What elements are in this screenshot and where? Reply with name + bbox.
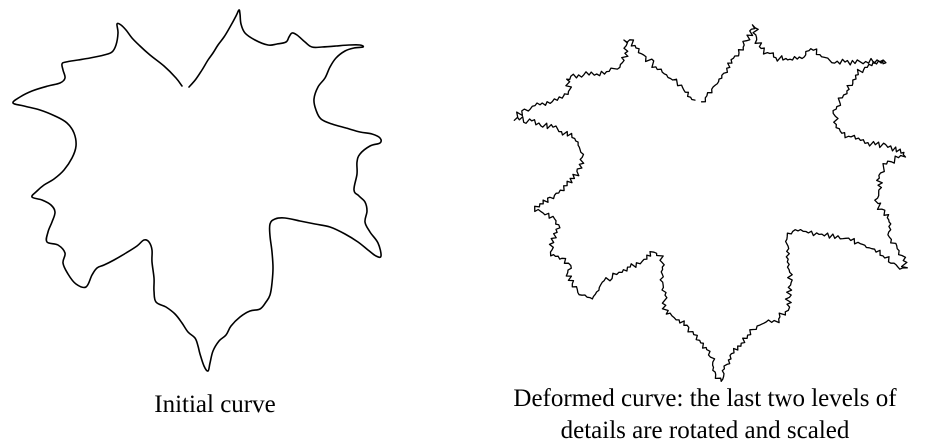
deformed-curve-caption: Deformed curve: the last two levels of d… bbox=[480, 383, 930, 447]
deformed-curve-caption-line-1: Deformed curve: the last two levels of bbox=[513, 385, 897, 412]
deformed-curve-caption-line-2: details are rotated and scaled bbox=[560, 417, 850, 444]
initial-curve-caption-text: Initial curve bbox=[154, 391, 276, 418]
initial-curve bbox=[12, 9, 382, 372]
initial-curve-caption: Initial curve bbox=[95, 389, 335, 421]
deformed-curve bbox=[513, 24, 908, 383]
